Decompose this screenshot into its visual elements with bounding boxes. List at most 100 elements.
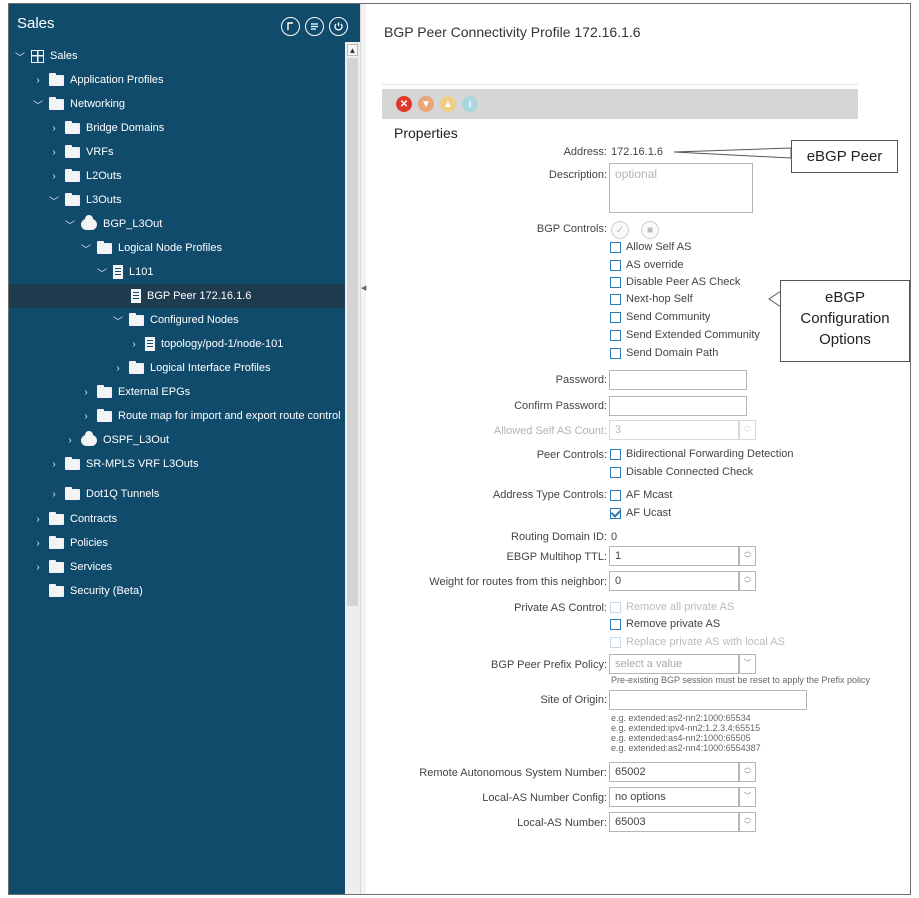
allow-self-as-checkbox[interactable]: Allow Self AS [610,241,691,253]
delete-icon[interactable]: ✕ [396,96,412,112]
tree-item-bridge-domains[interactable]: ›Bridge Domains [49,116,164,140]
tree-item-external-epgs[interactable]: ›External EPGs [81,380,190,404]
chevron-up-icon[interactable]: ︿ [744,573,751,580]
ebgp-multihop-stepper[interactable]: ︿﹀ [739,546,756,566]
tree-item-bgp-l3out[interactable]: ﹀BGP_L3Out [65,214,163,232]
allowed-self-as-stepper[interactable]: ︿﹀ [739,420,756,440]
chevron-right-icon[interactable]: › [36,513,40,525]
send-extended-community-checkbox[interactable]: Send Extended Community [610,329,760,341]
as-override-checkbox[interactable]: AS override [610,259,683,271]
local-as-number-field[interactable]: 65003 [609,812,739,832]
chevron-right-icon[interactable]: › [36,561,40,573]
collapse-arrow-icon[interactable]: ◀ [361,285,367,292]
tree-item-application-profiles[interactable]: ›Application Profiles [33,68,164,92]
chevron-right-icon[interactable]: › [116,362,120,374]
chevron-right-icon[interactable]: › [52,170,56,182]
tree-item-bgp-peer[interactable]: BGP Peer 172.16.1.6 [9,284,345,308]
chevron-right-icon[interactable]: › [36,537,40,549]
prefix-policy-dropdown-icon[interactable]: ﹀ [739,654,756,674]
remove-private-as-checkbox[interactable]: Remove private AS [610,618,720,630]
tree-item-dot1q-tunnels[interactable]: ›Dot1Q Tunnels [49,482,159,506]
chevron-right-icon[interactable]: › [52,488,56,500]
next-hop-self-checkbox[interactable]: Next-hop Self [610,293,693,305]
chevron-down-icon[interactable]: ﹀ [744,556,751,563]
remove-all-private-as-checkbox[interactable]: Remove all private AS [610,601,734,613]
confirm-password-field[interactable] [609,396,747,416]
description-field[interactable]: optional [609,163,753,213]
chevron-down-icon[interactable]: ﹀ [113,316,123,328]
clear-all-icon[interactable]: ■ [641,221,659,239]
tree-item-l101[interactable]: ﹀L101 [97,265,154,280]
tree-item-security[interactable]: Security (Beta) [49,579,143,603]
local-as-config-dropdown-icon[interactable]: ﹀ [739,787,756,807]
chevron-down-icon[interactable]: ﹀ [97,268,107,280]
send-community-checkbox[interactable]: Send Community [610,311,710,323]
password-field[interactable] [609,370,747,390]
local-as-number-stepper[interactable]: ︿﹀ [739,812,756,832]
pane-splitter[interactable] [360,4,366,894]
chevron-up-icon[interactable]: ︿ [744,764,751,771]
chevron-up-icon[interactable]: ︿ [744,548,751,555]
remote-as-field[interactable]: 65002 [609,762,739,782]
tree-item-logical-interface-profiles[interactable]: ›Logical Interface Profiles [113,356,270,380]
remote-as-stepper[interactable]: ︿﹀ [739,762,756,782]
tree-item-ospf-l3out[interactable]: ›OSPF_L3Out [65,428,169,452]
list-view-icon[interactable] [305,17,324,36]
check-all-icon[interactable]: ✓ [611,221,629,239]
chevron-down-icon[interactable]: ﹀ [81,244,91,256]
tree-item-sales[interactable]: ﹀Sales [15,49,78,64]
chevron-down-icon[interactable]: ﹀ [33,100,43,112]
tree-item-policies[interactable]: ›Policies [33,531,108,555]
weight-field[interactable]: 0 [609,571,739,591]
disable-connected-check-checkbox[interactable]: Disable Connected Check [610,466,753,478]
af-ucast-checkbox[interactable]: AF Ucast [610,507,671,519]
disable-peer-as-check-checkbox[interactable]: Disable Peer AS Check [610,276,740,288]
tree-item-route-map[interactable]: ›Route map for import and export route c… [81,404,341,428]
tenant-actions-icon[interactable] [281,17,300,36]
tree-item-configured-nodes[interactable]: ﹀Configured Nodes [113,312,239,328]
local-as-config-select[interactable]: no options [609,787,739,807]
chevron-right-icon[interactable]: › [36,74,40,86]
allowed-self-as-field[interactable]: 3 [609,420,739,440]
arrow-down-icon[interactable]: ▼ [418,96,434,112]
tree-item-l2outs[interactable]: ›L2Outs [49,164,121,188]
tree-item-contracts[interactable]: ›Contracts [33,507,117,531]
chevron-down-icon[interactable]: ﹀ [744,581,751,588]
chevron-down-icon[interactable]: ﹀ [744,430,751,437]
chevron-right-icon[interactable]: › [132,338,136,350]
chevron-up-icon[interactable]: ︿ [744,422,751,429]
tree-item-logical-node-profiles[interactable]: ﹀Logical Node Profiles [81,240,222,256]
prefix-policy-select[interactable]: select a value [609,654,739,674]
chevron-right-icon[interactable]: › [52,146,56,158]
folder-icon [49,559,64,573]
chevron-down-icon[interactable]: ﹀ [49,196,59,208]
ebgp-multihop-field[interactable]: 1 [609,546,739,566]
sidebar-scrollbar-thumb[interactable] [347,58,358,606]
replace-private-as-checkbox[interactable]: Replace private AS with local AS [610,636,785,648]
chevron-right-icon[interactable]: › [52,458,56,470]
tree-item-l3outs[interactable]: ﹀L3Outs [49,192,122,208]
chevron-down-icon[interactable]: ﹀ [744,772,751,779]
weight-stepper[interactable]: ︿﹀ [739,571,756,591]
refresh-icon[interactable] [329,17,348,36]
bfd-checkbox[interactable]: Bidirectional Forwarding Detection [610,448,794,460]
tree-item-networking[interactable]: ﹀Networking [33,96,126,112]
chevron-down-icon[interactable]: ﹀ [744,822,751,829]
site-of-origin-field[interactable] [609,690,807,710]
chevron-right-icon[interactable]: › [52,122,56,134]
info-icon[interactable]: i [462,96,478,112]
tree-item-services[interactable]: ›Services [33,555,112,579]
chevron-up-icon[interactable]: ︿ [744,814,751,821]
tree-item-topology-node[interactable]: ›topology/pod-1/node-101 [129,332,283,356]
send-domain-path-checkbox[interactable]: Send Domain Path [610,347,718,359]
tree-item-vrfs[interactable]: ›VRFs [49,140,114,164]
tree-item-sr-mpls[interactable]: ›SR-MPLS VRF L3Outs [49,452,198,476]
chevron-right-icon[interactable]: › [68,434,72,446]
chevron-right-icon[interactable]: › [84,410,88,422]
warning-icon[interactable]: ▲ [440,96,456,112]
chevron-right-icon[interactable]: › [84,386,88,398]
chevron-down-icon[interactable]: ﹀ [65,220,75,232]
chevron-down-icon[interactable]: ﹀ [15,52,25,64]
af-mcast-checkbox[interactable]: AF Mcast [610,489,672,501]
scroll-up-arrow-icon[interactable]: ▲ [347,44,358,56]
